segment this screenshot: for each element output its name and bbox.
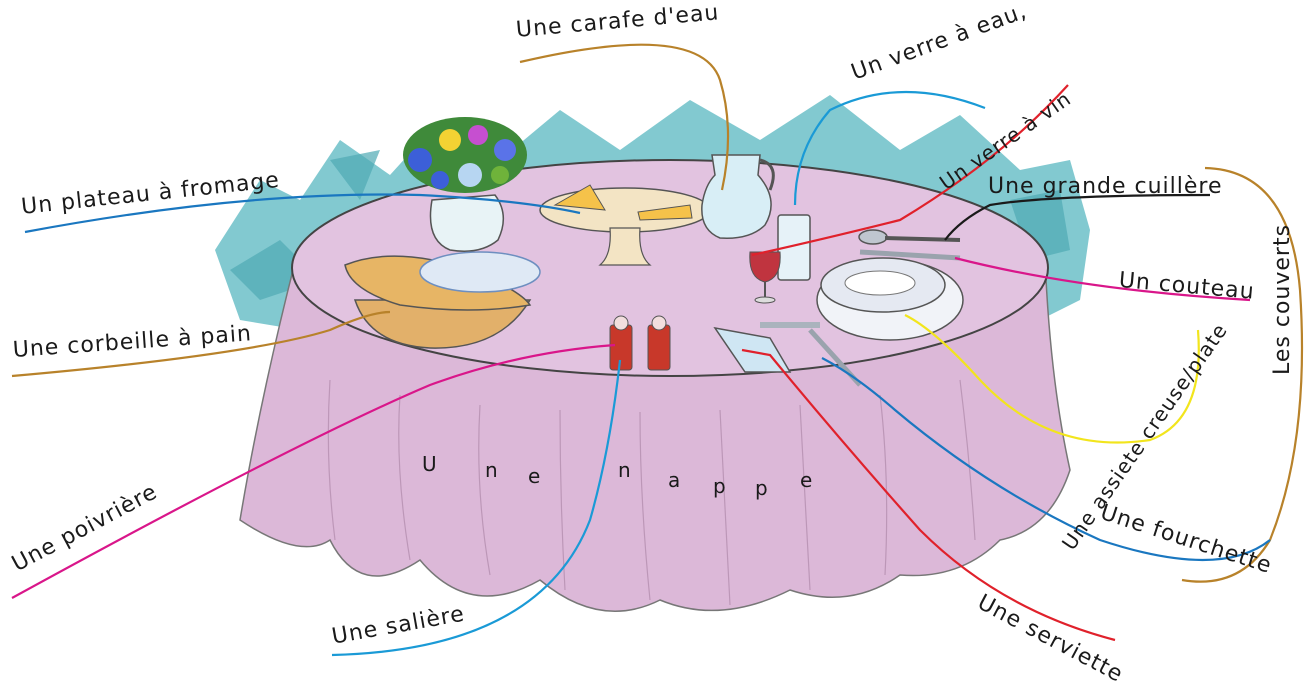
cheese-platter [539, 184, 711, 266]
line-couverts [1181, 166, 1304, 583]
water-glass [777, 214, 811, 281]
nappe-letter: U [422, 452, 437, 476]
nappe-letter: n [618, 458, 631, 482]
line-serviette [741, 348, 1116, 642]
plates [816, 257, 964, 341]
water-carafe [701, 154, 775, 239]
nappe-letter: n [485, 458, 498, 482]
nappe-letter: p [713, 474, 726, 498]
line-poivriere [11, 343, 616, 599]
salt-pepper-shakers [609, 315, 671, 371]
label-grande-cuillere: Une grande cuillère [988, 174, 1223, 199]
line-couteau [954, 256, 1251, 302]
line-verre-vin [751, 84, 1069, 257]
line-fourchette [821, 357, 1271, 562]
bread-basket [344, 251, 541, 349]
wine-glass [749, 251, 781, 304]
napkin [713, 326, 792, 373]
line-cuillere [944, 193, 1211, 241]
line-assiette [904, 314, 1200, 444]
cutlery [760, 229, 961, 387]
line-saliere [331, 359, 622, 657]
pointer-lines [11, 43, 1304, 657]
nappe-letter: e [528, 464, 541, 488]
line-verre-eau [793, 90, 986, 206]
nappe-letter: a [668, 468, 681, 492]
nappe-letter: e [800, 468, 813, 492]
nappe-letter: p [755, 476, 768, 500]
label-couverts: Les couverts [1270, 223, 1295, 375]
table-setting-illustration [11, 43, 1304, 657]
line-plateau [24, 193, 581, 234]
line-carafe [519, 43, 730, 191]
flower-vase [403, 117, 527, 252]
line-corbeille [11, 310, 391, 378]
